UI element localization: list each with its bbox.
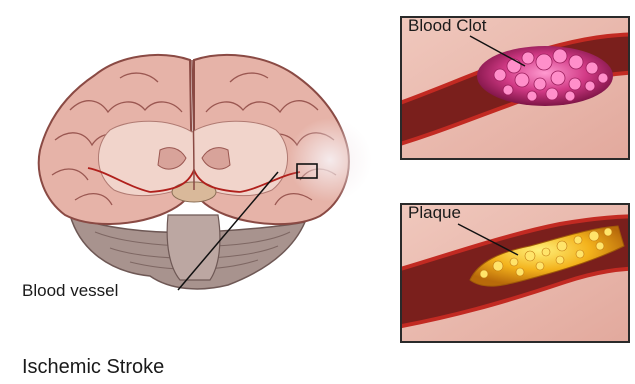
blood-clot-panel xyxy=(380,17,635,159)
brainstem xyxy=(167,215,220,280)
figure-title: Ischemic Stroke xyxy=(22,356,164,379)
brain-illustration xyxy=(39,55,372,289)
plaque-label: Plaque xyxy=(408,203,461,223)
blood-clot xyxy=(477,46,613,106)
blood-clot-label: Blood Clot xyxy=(408,16,486,36)
blood-vessel-label: Blood vessel xyxy=(22,281,118,301)
infarct-area xyxy=(288,118,372,202)
plaque-panel xyxy=(380,204,635,342)
